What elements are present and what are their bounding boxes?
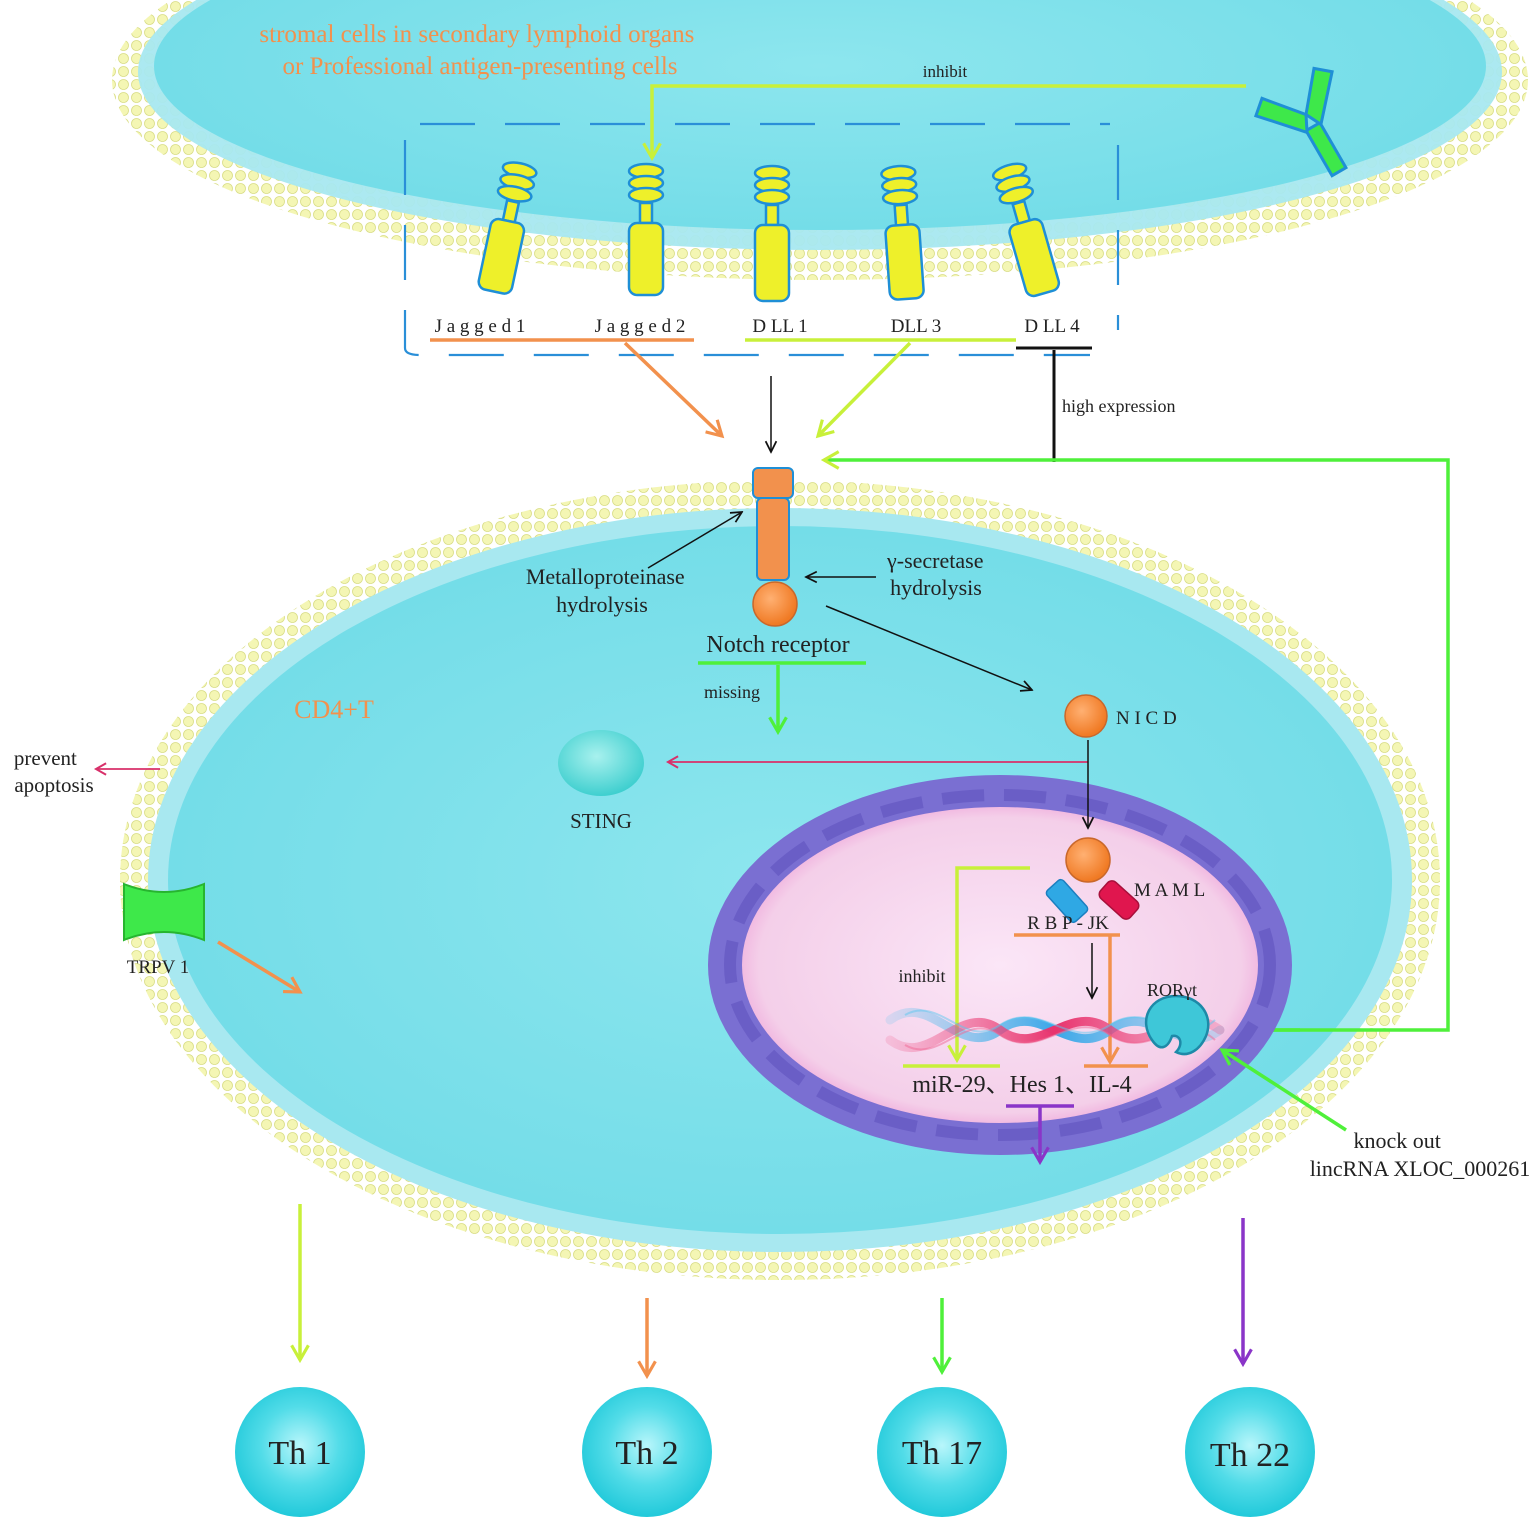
missing-label: missing (704, 682, 760, 702)
rbpjk-label: R B P - JK (1027, 913, 1109, 934)
nicd-rbpjk-maml-complex (1045, 837, 1140, 924)
th2-cell-icon (582, 1387, 712, 1517)
nicd-ball (1064, 694, 1108, 738)
cd4-label: CD4+T (294, 695, 374, 724)
ligand-label-dll1: D LL 1 (752, 316, 807, 337)
rorgt-label: RORγt (1147, 980, 1197, 1000)
th1-cell-icon (235, 1387, 365, 1517)
top-cell-label-line1: stromal cells in secondary lymphoid orga… (259, 21, 694, 48)
ligand-jagged2 (627, 162, 665, 297)
ligand-jagged1 (477, 161, 538, 295)
nucleus (708, 775, 1292, 1155)
notch-receptor (752, 467, 798, 627)
notch-icd-ball (752, 581, 798, 627)
ligand-dll1 (753, 164, 791, 303)
inhibit-label-nuclear: inhibit (898, 966, 945, 986)
maml-label: M A M L (1134, 880, 1205, 901)
metalloproteinase-line1: Metalloproteinase (526, 564, 685, 589)
knock-out-line1: knock out (1354, 1128, 1441, 1153)
rorgt-icon (1144, 994, 1210, 1056)
top-cell-label-line2: or Professional antigen-presenting cells (282, 53, 677, 80)
ligand-label-dll3: DLL 3 (891, 316, 941, 337)
nicd-label: N I C D (1116, 708, 1177, 729)
rbpjk-icon (1045, 878, 1089, 924)
top-cell-cytoplasm (154, 0, 1486, 230)
knock-out-line2: lincRNA XLOC_000261 (1310, 1156, 1531, 1181)
gamma-secretase-label: γ-secretase hydrolysis (886, 548, 989, 600)
th17-cell-icon (877, 1387, 1007, 1517)
metalloproteinase-pointer (647, 512, 742, 569)
ligand-label-dll4: D LL 4 (1024, 316, 1080, 337)
th2-label: Th 2 (615, 1435, 678, 1472)
ligand-label-jagged1: J a g g e d 1 (435, 316, 526, 337)
th17-label: Th 17 (902, 1435, 982, 1472)
th1-label: Th 1 (268, 1435, 331, 1472)
th22-label: Th 22 (1210, 1437, 1290, 1474)
ligand-label-jagged2: J a g g e d 2 (595, 316, 686, 337)
top-cell: stromal cells in secondary lymphoid orga… (112, 0, 1528, 280)
trpv1-arrow (217, 940, 303, 994)
knock-out-label: knock out lincRNA XLOC_000261 (1310, 1128, 1531, 1181)
knock-out-arrow (1219, 1048, 1347, 1132)
sting-icon (558, 730, 644, 796)
nucleoplasm (742, 807, 1258, 1123)
top-cell-label: stromal cells in secondary lymphoid orga… (259, 21, 700, 80)
gamma-secretase-line2: hydrolysis (890, 575, 982, 600)
high-expression-label: high expression (1062, 396, 1175, 416)
gamma-secretase-line1: γ-secretase (886, 548, 983, 573)
maml-icon (1098, 880, 1140, 920)
antibody-y-receptor (1253, 66, 1348, 178)
metalloproteinase-label: Metalloproteinase hydrolysis (526, 564, 690, 617)
prevent-apoptosis-label: prevent apoptosis (14, 746, 94, 797)
ligand-dll3 (880, 164, 925, 301)
metalloproteinase-line2: hydrolysis (556, 592, 648, 617)
dll-to-notch-arrow (815, 341, 912, 439)
prevent-apoptosis-line2: apoptosis (14, 773, 93, 797)
notch-receptor-label: Notch receptor (706, 632, 849, 658)
trpv1-label: TRPV 1 (127, 957, 189, 978)
inhibit-arrow-top (642, 84, 1246, 162)
sting-label: STING (570, 809, 632, 833)
inhibit-label-top: inhibit (923, 62, 968, 81)
th22-cell-icon (1185, 1387, 1315, 1517)
jagged-to-notch-arrow (623, 341, 725, 439)
nuclear-envelope-pores (724, 789, 1276, 1141)
prevent-apoptosis-line1: prevent (14, 746, 77, 770)
trpv1-channel-icon (123, 882, 205, 942)
nicd-nuclear-ball (1065, 837, 1111, 883)
ror-feedback-arrow (820, 450, 1450, 1032)
gene-targets-label: miR-29、Hes 1、IL-4 (912, 1072, 1131, 1098)
notch-to-nicd-arrow (825, 605, 1032, 690)
ligand-dll4 (991, 162, 1061, 298)
inhibit-arrow-nuclear (947, 866, 1030, 1064)
ligand-dashed-box (403, 122, 1120, 357)
